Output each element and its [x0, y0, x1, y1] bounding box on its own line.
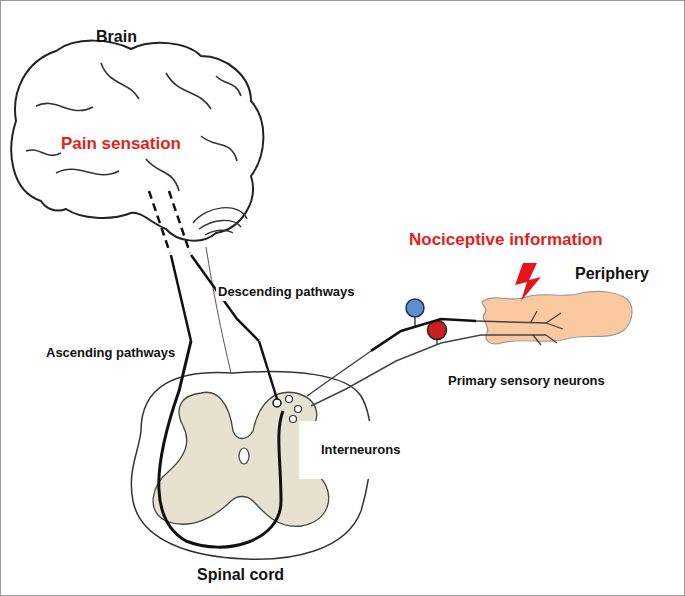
- cerebellum: [193, 208, 247, 235]
- annotation-label: Nociceptive information: [409, 230, 603, 250]
- brain-outline: [11, 41, 263, 241]
- brain-sulci: [26, 63, 241, 191]
- node-heading: Spinal cord: [197, 566, 284, 584]
- brainstem-outline: [206, 247, 231, 373]
- interneuron-cell: [286, 396, 293, 403]
- pathway-label: Primary sensory neurons: [446, 373, 607, 390]
- pathway-label: Descending pathways: [216, 284, 357, 301]
- node-heading: Brain: [96, 28, 137, 46]
- diagram-node: Periphery: [476, 263, 666, 345]
- pathway-connector: [171, 255, 191, 341]
- skin-tissue: [482, 291, 632, 343]
- diagram-node: BrainPain sensation: [1, 23, 276, 255]
- ganglion-cell-blue: [406, 299, 424, 317]
- interneuron-cell: [290, 416, 297, 423]
- interneuron-cell: [295, 406, 302, 413]
- pathway-connector: [371, 319, 476, 351]
- region-label: Interneurons: [299, 421, 429, 479]
- node-text: Pain sensation: [61, 134, 181, 154]
- node-heading: Periphery: [575, 265, 649, 283]
- pathway-label: Ascending pathways: [46, 346, 175, 361]
- central-canal: [239, 448, 249, 464]
- synapse-terminal: [273, 399, 281, 407]
